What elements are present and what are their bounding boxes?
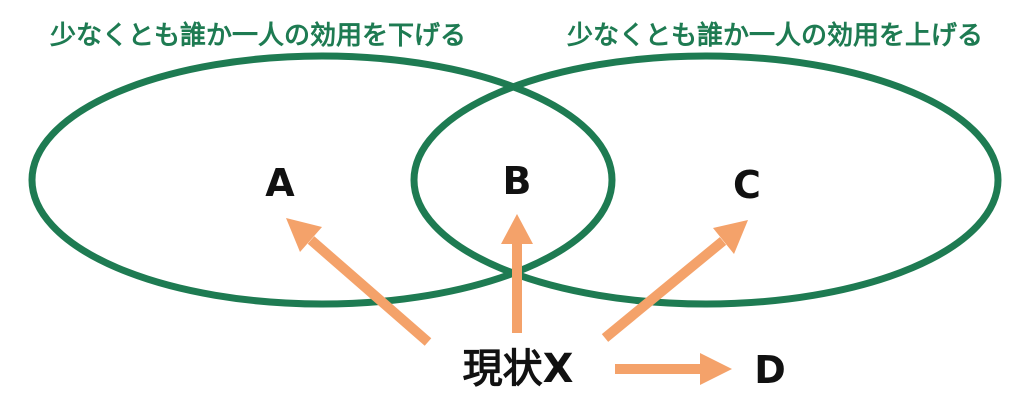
arrow-to-a-shaft <box>307 236 432 346</box>
region-c-label: C <box>733 163 761 207</box>
arrow-to-a <box>286 218 432 346</box>
arrow-to-b-head <box>501 214 533 244</box>
region-b-label: B <box>503 159 532 203</box>
right-set-label: 少なくとも誰か一人の効用を上げる <box>566 20 983 51</box>
arrow-to-d <box>615 353 732 385</box>
left-set-label: 少なくとも誰か一人の効用を下げる <box>49 20 466 51</box>
left-set-ellipse <box>28 52 616 308</box>
arrow-to-c-head <box>713 220 748 254</box>
arrow-to-d-head <box>700 353 732 385</box>
arrow-to-c-shaft <box>601 237 727 342</box>
region-d-label: D <box>754 348 786 392</box>
arrow-to-b <box>501 214 533 333</box>
region-a-label: A <box>265 161 295 205</box>
current-state-label: 現状X <box>463 346 574 392</box>
right-set-ellipse <box>410 52 1002 308</box>
arrow-to-c <box>601 220 748 342</box>
arrow-to-a-head <box>286 218 322 252</box>
